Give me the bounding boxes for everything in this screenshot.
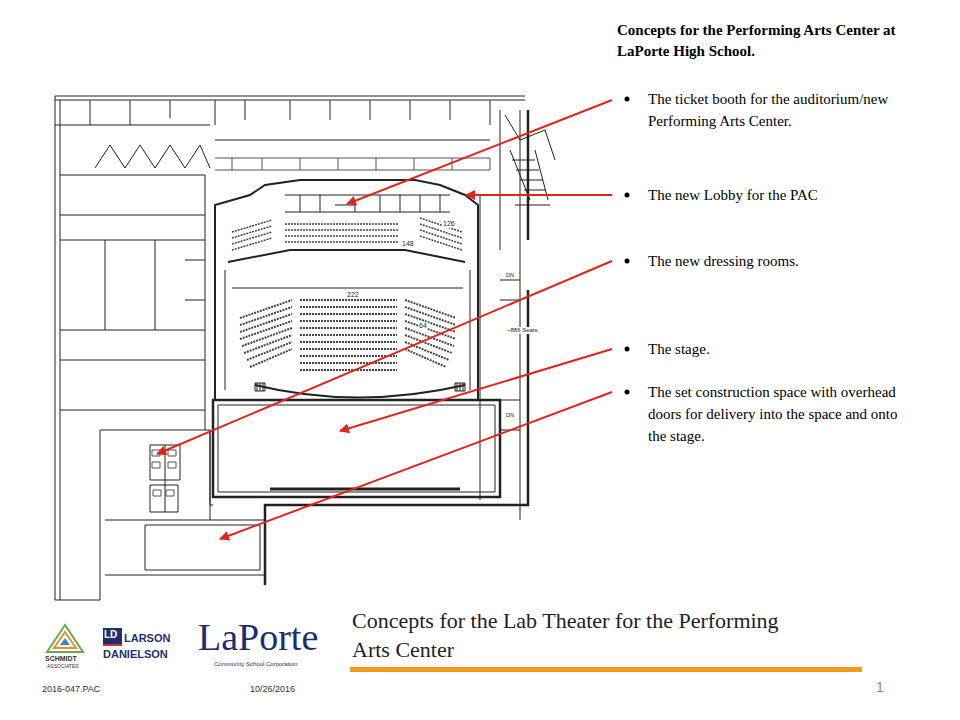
logo-wordmark: LaPorte bbox=[198, 616, 318, 660]
cyclorama bbox=[270, 488, 460, 491]
seat-count: 148 bbox=[401, 240, 415, 248]
seat-count: 222 bbox=[346, 291, 360, 299]
bullets bbox=[625, 97, 630, 395]
balcony-front bbox=[228, 250, 465, 262]
logo-monogram: LD bbox=[104, 629, 117, 641]
logo-triangle bbox=[47, 625, 83, 652]
floor-plan bbox=[55, 96, 555, 600]
stair-direction: DN bbox=[505, 412, 515, 418]
main-seating bbox=[240, 300, 456, 370]
logos bbox=[47, 625, 122, 652]
logo-text: LARSON bbox=[124, 632, 170, 645]
slide-heading: Concepts for the Performing Arts Center … bbox=[617, 20, 897, 62]
page-number: 1 bbox=[876, 679, 884, 695]
sawtooth-wall bbox=[95, 145, 210, 168]
corridor-wall bbox=[55, 96, 525, 140]
callout-text: The ticket booth for the auditorium/new … bbox=[648, 88, 916, 132]
bullet bbox=[625, 347, 630, 352]
callout-text: The set construction space with overhead… bbox=[648, 381, 916, 447]
logo-triangle bbox=[54, 632, 76, 648]
callout-text: The stage. bbox=[648, 338, 916, 360]
leader-line bbox=[466, 194, 612, 196]
building-outline bbox=[265, 110, 528, 585]
slide-title: Concepts for the Lab Theater for the Per… bbox=[352, 606, 802, 664]
stage-inner bbox=[218, 405, 495, 492]
logo-text: SCHMIDT bbox=[45, 655, 77, 663]
orange-rule bbox=[350, 667, 862, 672]
ticket-booth bbox=[285, 195, 450, 212]
stage-front bbox=[255, 385, 465, 398]
logo-text: DANIELSON bbox=[103, 648, 168, 661]
leader-line bbox=[157, 261, 612, 454]
seat-count: 64 bbox=[418, 322, 428, 330]
auditorium-wall bbox=[215, 180, 478, 400]
stage-outline bbox=[213, 400, 500, 497]
footer-code: 2016-047.PAC bbox=[42, 684, 100, 694]
logo-accent bbox=[103, 644, 122, 646]
logo-icon bbox=[103, 628, 122, 644]
backstage-rooms bbox=[55, 430, 265, 600]
leader-line bbox=[220, 392, 612, 539]
leader-line bbox=[340, 349, 612, 431]
seat-total: ~886 Seats bbox=[506, 327, 539, 334]
stair bbox=[505, 115, 555, 205]
leader-line bbox=[347, 100, 612, 204]
logo-tagline: Community School Corporation bbox=[214, 661, 297, 668]
seat-count: 126 bbox=[442, 220, 456, 228]
room-wall bbox=[90, 100, 490, 125]
bullet bbox=[625, 390, 630, 395]
stair-direction: DN bbox=[505, 272, 515, 278]
side-aisles bbox=[225, 270, 470, 390]
stage-stairs bbox=[255, 383, 465, 391]
left-rooms bbox=[55, 96, 205, 600]
callout-text: The new Lobby for the PAC bbox=[648, 184, 916, 206]
leader-lines bbox=[157, 100, 612, 539]
bullet bbox=[625, 97, 630, 102]
fixtures bbox=[152, 450, 176, 496]
callout-text: The new dressing rooms. bbox=[648, 250, 916, 272]
logo-triangle bbox=[60, 638, 70, 645]
balcony-seating bbox=[232, 218, 462, 250]
logo-text: ASSOCIATES bbox=[47, 664, 79, 670]
footer-date: 10/26/2016 bbox=[250, 684, 295, 694]
bullet bbox=[625, 193, 630, 198]
bullet bbox=[625, 259, 630, 264]
